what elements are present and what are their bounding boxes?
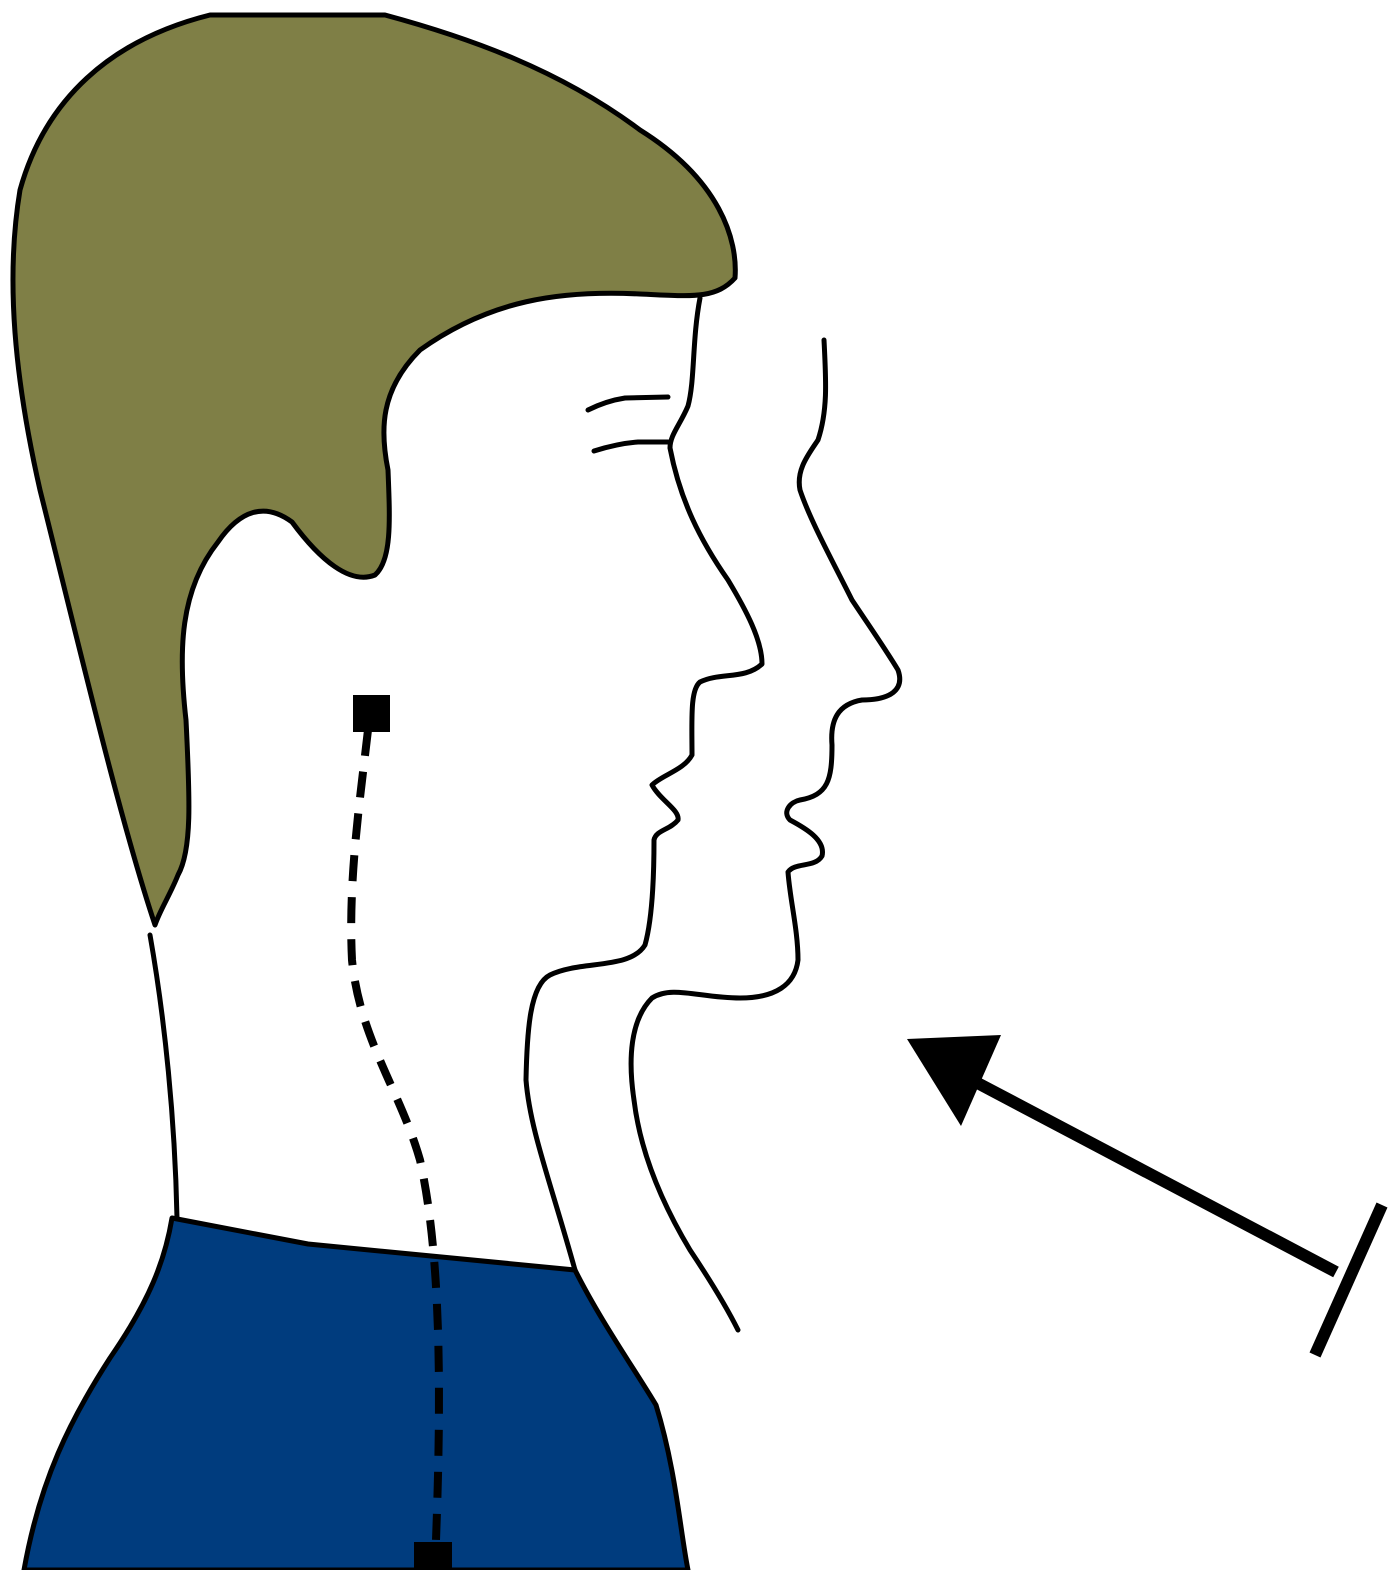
shoulder-marker xyxy=(414,1542,452,1570)
arrow-head xyxy=(907,1035,1001,1126)
shirt-shape xyxy=(24,1218,688,1570)
neck-back-outline xyxy=(150,935,177,1218)
eye-line xyxy=(594,442,668,451)
arrow-shaft xyxy=(968,1078,1336,1272)
arrow-tail-bar xyxy=(1315,1205,1382,1355)
ear-marker xyxy=(353,695,390,732)
eyebrow-line xyxy=(588,397,668,410)
direction-arrow-icon xyxy=(907,1035,1382,1355)
forward-displaced-profile xyxy=(631,340,900,1330)
hair-shape xyxy=(13,15,735,925)
